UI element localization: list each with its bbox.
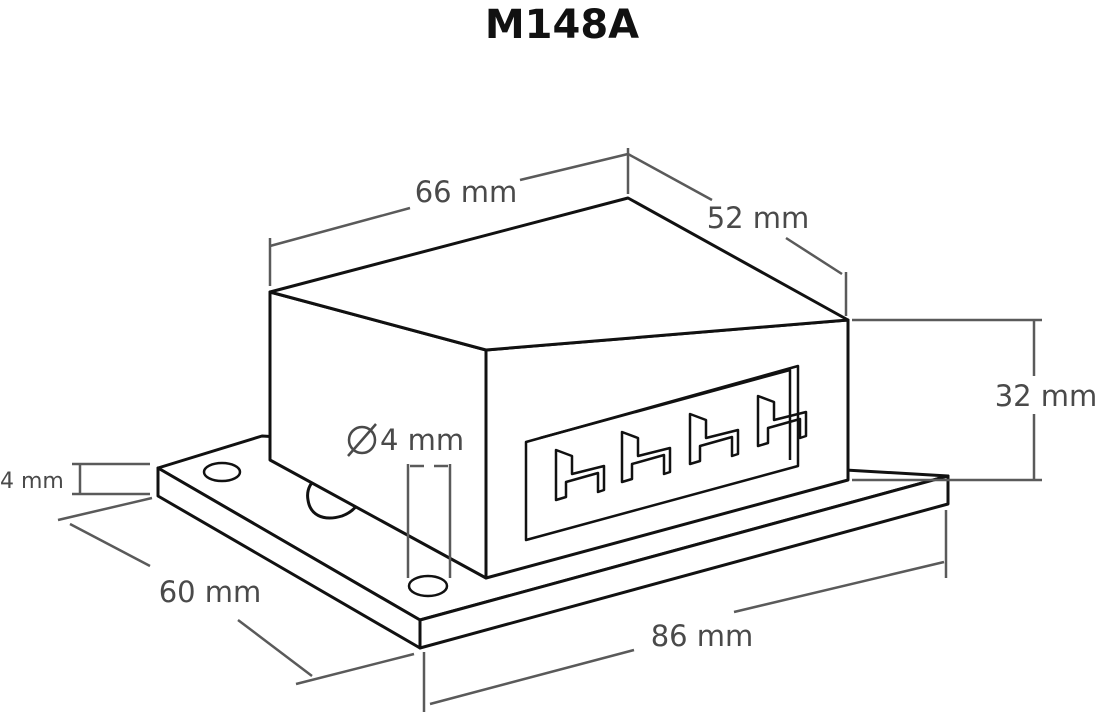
dimension-width-top: 66 mm [268, 148, 630, 286]
housing-box [268, 196, 850, 580]
label-depth-top: 52 mm [707, 201, 810, 235]
label-width-top: 66 mm [415, 175, 518, 209]
spade-terminal-1 [554, 448, 606, 502]
spade-terminals [554, 394, 808, 502]
dimension-depth-top: 52 mm [627, 152, 848, 316]
mounting-hole-left [202, 461, 242, 483]
label-base-thickness: 4 mm [0, 469, 64, 494]
dimension-base-width: 86 mm [422, 510, 948, 712]
dimension-hole-diameter: 4 mm [347, 423, 464, 578]
label-hole-diameter: 4 mm [380, 423, 464, 457]
dimension-base-depth: 60 mm [57, 496, 415, 686]
mounting-hole-front [407, 574, 449, 598]
model-title: M148A [485, 2, 639, 48]
diameter-icon [347, 423, 377, 457]
dimension-base-thickness: 4 mm [0, 462, 150, 496]
label-base-width: 86 mm [651, 619, 754, 653]
spade-terminal-4 [756, 394, 808, 448]
terminal-window [524, 364, 800, 542]
spade-terminal-2 [620, 430, 672, 484]
dimension-height: 32 mm [852, 318, 1098, 482]
spade-terminal-3 [688, 412, 740, 466]
label-height: 32 mm [995, 379, 1098, 413]
label-base-depth: 60 mm [159, 575, 262, 609]
